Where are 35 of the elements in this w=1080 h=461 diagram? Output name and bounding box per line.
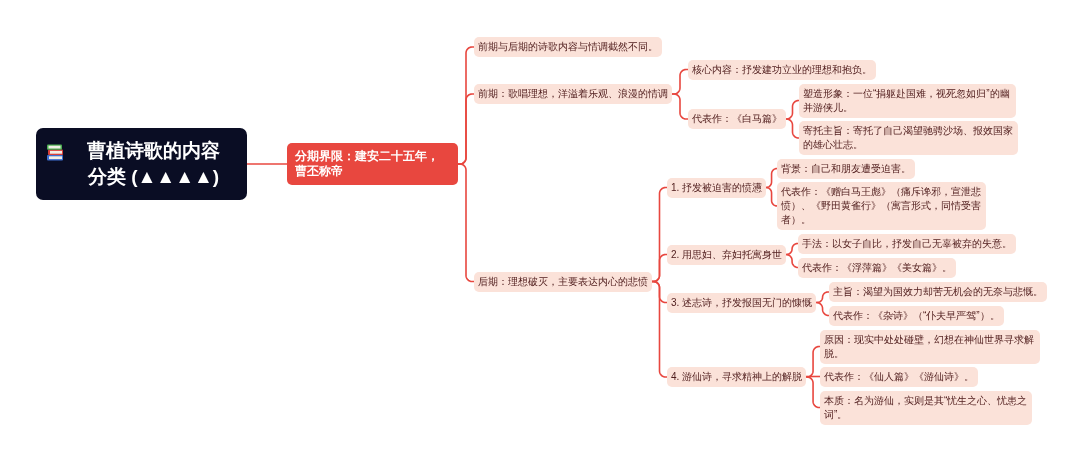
connector-line: [815, 301, 830, 317]
connector-line: [765, 167, 778, 189]
connector-line: [651, 280, 668, 378]
connector-line: [785, 99, 800, 120]
subtopic: 后期：理想破灭，主要表达内心的悲愤: [474, 271, 652, 292]
connector-line: [785, 242, 799, 256]
subtopic: 原因：现实中处处碰壁，幻想在神仙世界寻求解脱。: [820, 329, 1040, 364]
subtopic: 前期：歌唱理想，洋溢着乐观、浪漫的情调: [474, 84, 672, 104]
subtopic: 4. 游仙诗，寻求精神上的解脱: [667, 367, 807, 387]
subtopic: 前期与后期的诗歌内容与情调截然不同。: [474, 37, 662, 57]
subtopic: 代表作：《浮萍篇》《美女篇》。: [798, 257, 956, 278]
subtopic: 1. 抒发被迫害的愤懑: [667, 177, 767, 198]
connector-line: [785, 118, 800, 139]
connector-line: [805, 376, 821, 409]
main-branch-topic: 分期界限：建安二十五年，曹丕称帝: [287, 143, 458, 185]
connector-line: [457, 163, 475, 283]
subtopic: 塑造形象：一位“捐躯赴国难，视死忽如归”的幽并游侠儿。: [799, 83, 1016, 118]
subtopic: 本质：名为游仙，实则是其“忧生之心、忧患之词”。: [820, 390, 1032, 425]
connector-line: [671, 93, 689, 120]
subtopic: 代表作：《赠白马王彪》（痛斥谗邪，宣泄悲愤）、《野田黄雀行》（寓言形式，同情受害者）。: [777, 182, 986, 230]
subtopic: 代表作：《仙人篇》《游仙诗》。: [820, 366, 978, 387]
subtopic: 手法：以女子自比，抒发自己无辜被弃的失意。: [798, 233, 1016, 254]
subtopic: 寄托主旨：寄托了自己渴望驰骋沙场、报效国家的雄心壮志。: [799, 121, 1018, 155]
central-topic-title: 曹植诗歌的内容分类 (▲▲▲▲): [86, 139, 221, 189]
subtopic: 主旨：渴望为国效力却苦无机会的无奈与悲慨。: [829, 282, 1047, 302]
subtopic: 代表作：《白马篇》: [688, 109, 786, 129]
connector-line: [765, 186, 778, 207]
subtopic: 代表作：《杂诗》（“仆夫早严驾”）。: [829, 305, 1004, 326]
central-topic: [36, 128, 247, 200]
connector-line: [785, 253, 799, 269]
subtopic: 2. 用思妇、弃妇托寓身世: [667, 244, 787, 265]
subtopic: 背景：自己和朋友遭受迫害。: [777, 158, 915, 179]
subtopic: 3. 述志诗，抒发报国无门的慷慨: [667, 292, 817, 313]
subtopic: 核心内容：抒发建功立业的理想和抱负。: [688, 59, 876, 80]
connector-line: [246, 163, 288, 165]
